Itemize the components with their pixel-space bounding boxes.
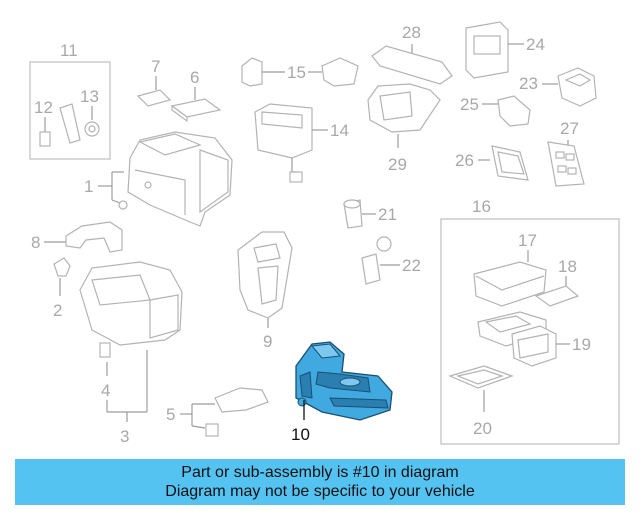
part-27-switch xyxy=(547,141,585,187)
callout-7[interactable]: 7 xyxy=(151,57,160,76)
callout-10[interactable]: 10 xyxy=(291,425,310,444)
callout-15[interactable]: 15 xyxy=(287,63,306,82)
part-28-strip xyxy=(371,45,453,85)
part-11-bracket xyxy=(59,103,81,144)
callout-23[interactable]: 23 xyxy=(519,74,538,93)
banner-line-1: Part or sub-assembly is #10 in diagram xyxy=(181,464,459,481)
part-23-knob xyxy=(557,67,597,107)
callout-20[interactable]: 20 xyxy=(473,419,492,438)
part-8-bracket xyxy=(65,221,123,253)
callout-19[interactable]: 19 xyxy=(572,335,591,354)
info-banner: Part or sub-assembly is #10 in diagram D… xyxy=(15,459,625,505)
part-25-clip xyxy=(497,95,531,127)
callout-12[interactable]: 12 xyxy=(34,98,53,117)
part-15b-bracket xyxy=(321,57,359,87)
callout-4[interactable]: 4 xyxy=(101,381,110,400)
callout-28[interactable]: 28 xyxy=(402,23,421,42)
part-7-pad xyxy=(136,89,172,107)
callout-11[interactable]: 11 xyxy=(60,41,78,60)
callout-6[interactable]: 6 xyxy=(190,68,199,87)
callout-3[interactable]: 3 xyxy=(120,427,129,446)
callout-18[interactable]: 18 xyxy=(558,257,577,276)
callout-13[interactable]: 13 xyxy=(80,87,99,106)
group-16-box xyxy=(440,218,620,445)
callout-29[interactable]: 29 xyxy=(388,155,407,174)
callout-8[interactable]: 8 xyxy=(31,233,40,252)
callout-27[interactable]: 27 xyxy=(560,119,579,138)
group-11-box xyxy=(29,61,111,160)
callout-22[interactable]: 22 xyxy=(402,256,421,275)
banner-line-2: Diagram may not be specific to your vehi… xyxy=(165,483,475,500)
callout-21[interactable]: 21 xyxy=(378,205,397,224)
callout-5[interactable]: 5 xyxy=(166,405,175,424)
part-10-highlighted[interactable] xyxy=(295,341,393,421)
part-22-socket xyxy=(376,236,392,252)
part-2-clip xyxy=(53,257,71,277)
parts-diagram: 11 12 13 7 6 1 8 2 4 3 5 xyxy=(29,21,620,446)
callout-2[interactable]: 2 xyxy=(53,301,62,320)
part-18-pad xyxy=(534,285,580,307)
callout-17[interactable]: 17 xyxy=(518,231,537,250)
callout-9[interactable]: 9 xyxy=(263,332,272,351)
callout-26[interactable]: 26 xyxy=(455,151,474,170)
part-4-clip xyxy=(99,342,111,358)
callout-1[interactable]: 1 xyxy=(84,177,93,196)
part-15-clip xyxy=(241,57,263,87)
callout-25[interactable]: 25 xyxy=(460,95,479,114)
part-5-bracket xyxy=(214,387,269,413)
callout-16[interactable]: 16 xyxy=(472,197,491,216)
callout-24[interactable]: 24 xyxy=(526,35,545,54)
part-12-clip xyxy=(39,131,51,147)
callout-14[interactable]: 14 xyxy=(330,121,349,140)
